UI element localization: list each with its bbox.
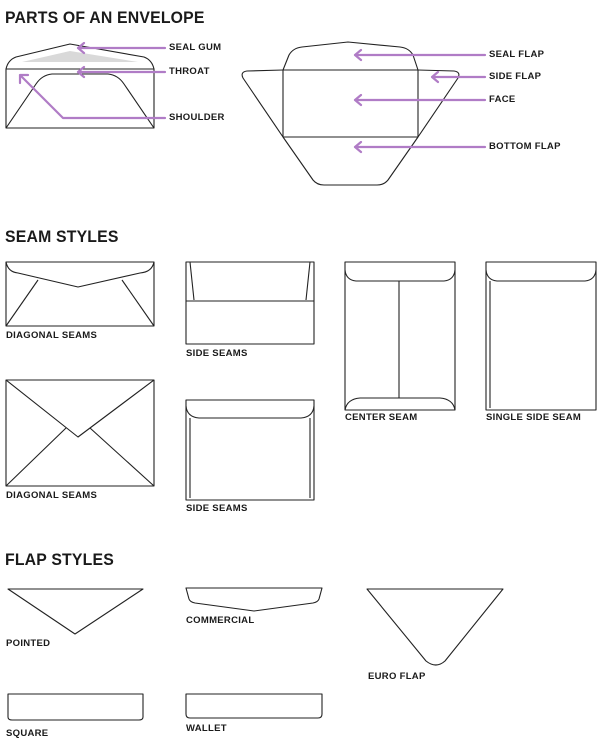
label-shoulder: SHOULDER	[169, 112, 225, 123]
flap-euro	[366, 588, 504, 666]
label-euro-flap: EURO FLAP	[368, 671, 426, 682]
arrow-bottom-flap	[353, 140, 487, 154]
closed-envelope-seal-flap	[5, 43, 155, 70]
label-side-seams-1: SIDE SEAMS	[186, 348, 248, 359]
closed-envelope	[5, 43, 155, 129]
flap-commercial	[185, 587, 323, 612]
open-envelope	[241, 41, 460, 186]
label-diagonal-seams-1: DIAGONAL SEAMS	[6, 330, 98, 341]
label-seal-gum: SEAL GUM	[169, 42, 222, 53]
label-commercial: COMMERCIAL	[186, 615, 255, 626]
label-throat: THROAT	[169, 66, 210, 77]
label-diagonal-seams-2: DIAGONAL SEAMS	[6, 490, 98, 501]
label-pointed: POINTED	[6, 638, 51, 649]
arrow-seal-flap	[353, 48, 487, 62]
seam-side-2	[185, 399, 315, 501]
seam-center	[344, 261, 456, 411]
open-envelope-bottom-flap	[282, 136, 419, 186]
section-title-flaps: FLAP STYLES	[5, 550, 114, 569]
label-side-seams-2: SIDE SEAMS	[186, 503, 248, 514]
seam-diagonal-2	[5, 379, 155, 487]
open-envelope-seal-flap	[282, 41, 419, 71]
label-bottom-flap: BOTTOM FLAP	[489, 141, 561, 152]
seal-gum-strip	[22, 51, 138, 62]
open-envelope-left-side-flap	[241, 69, 284, 138]
label-wallet: WALLET	[186, 723, 227, 734]
part-arrows	[18, 41, 487, 154]
arrow-seal-gum	[76, 41, 167, 55]
closed-envelope-body	[5, 68, 155, 129]
arrow-face	[353, 93, 487, 107]
arrow-side-flap	[430, 70, 487, 84]
open-envelope-face	[282, 69, 419, 138]
label-side-flap: SIDE FLAP	[489, 71, 542, 82]
label-center-seam: CENTER SEAM	[345, 412, 418, 423]
seam-diagonal-1	[5, 261, 155, 327]
label-seal-flap: SEAL FLAP	[489, 49, 545, 60]
flap-square	[7, 693, 144, 721]
flap-pointed	[7, 588, 144, 635]
arrow-throat	[76, 65, 167, 79]
seam-side-1	[185, 261, 315, 345]
section-title-seams: SEAM STYLES	[5, 227, 119, 246]
label-single-side-seam: SINGLE SIDE SEAM	[486, 412, 582, 423]
section-title-parts: PARTS OF AN ENVELOPE	[5, 8, 205, 27]
arrow-shoulder	[18, 73, 167, 120]
flap-wallet	[185, 693, 323, 719]
open-envelope-right-side-flap	[417, 69, 460, 138]
seam-single-side	[485, 261, 597, 411]
label-square: SQUARE	[6, 728, 49, 739]
label-face: FACE	[489, 94, 516, 105]
